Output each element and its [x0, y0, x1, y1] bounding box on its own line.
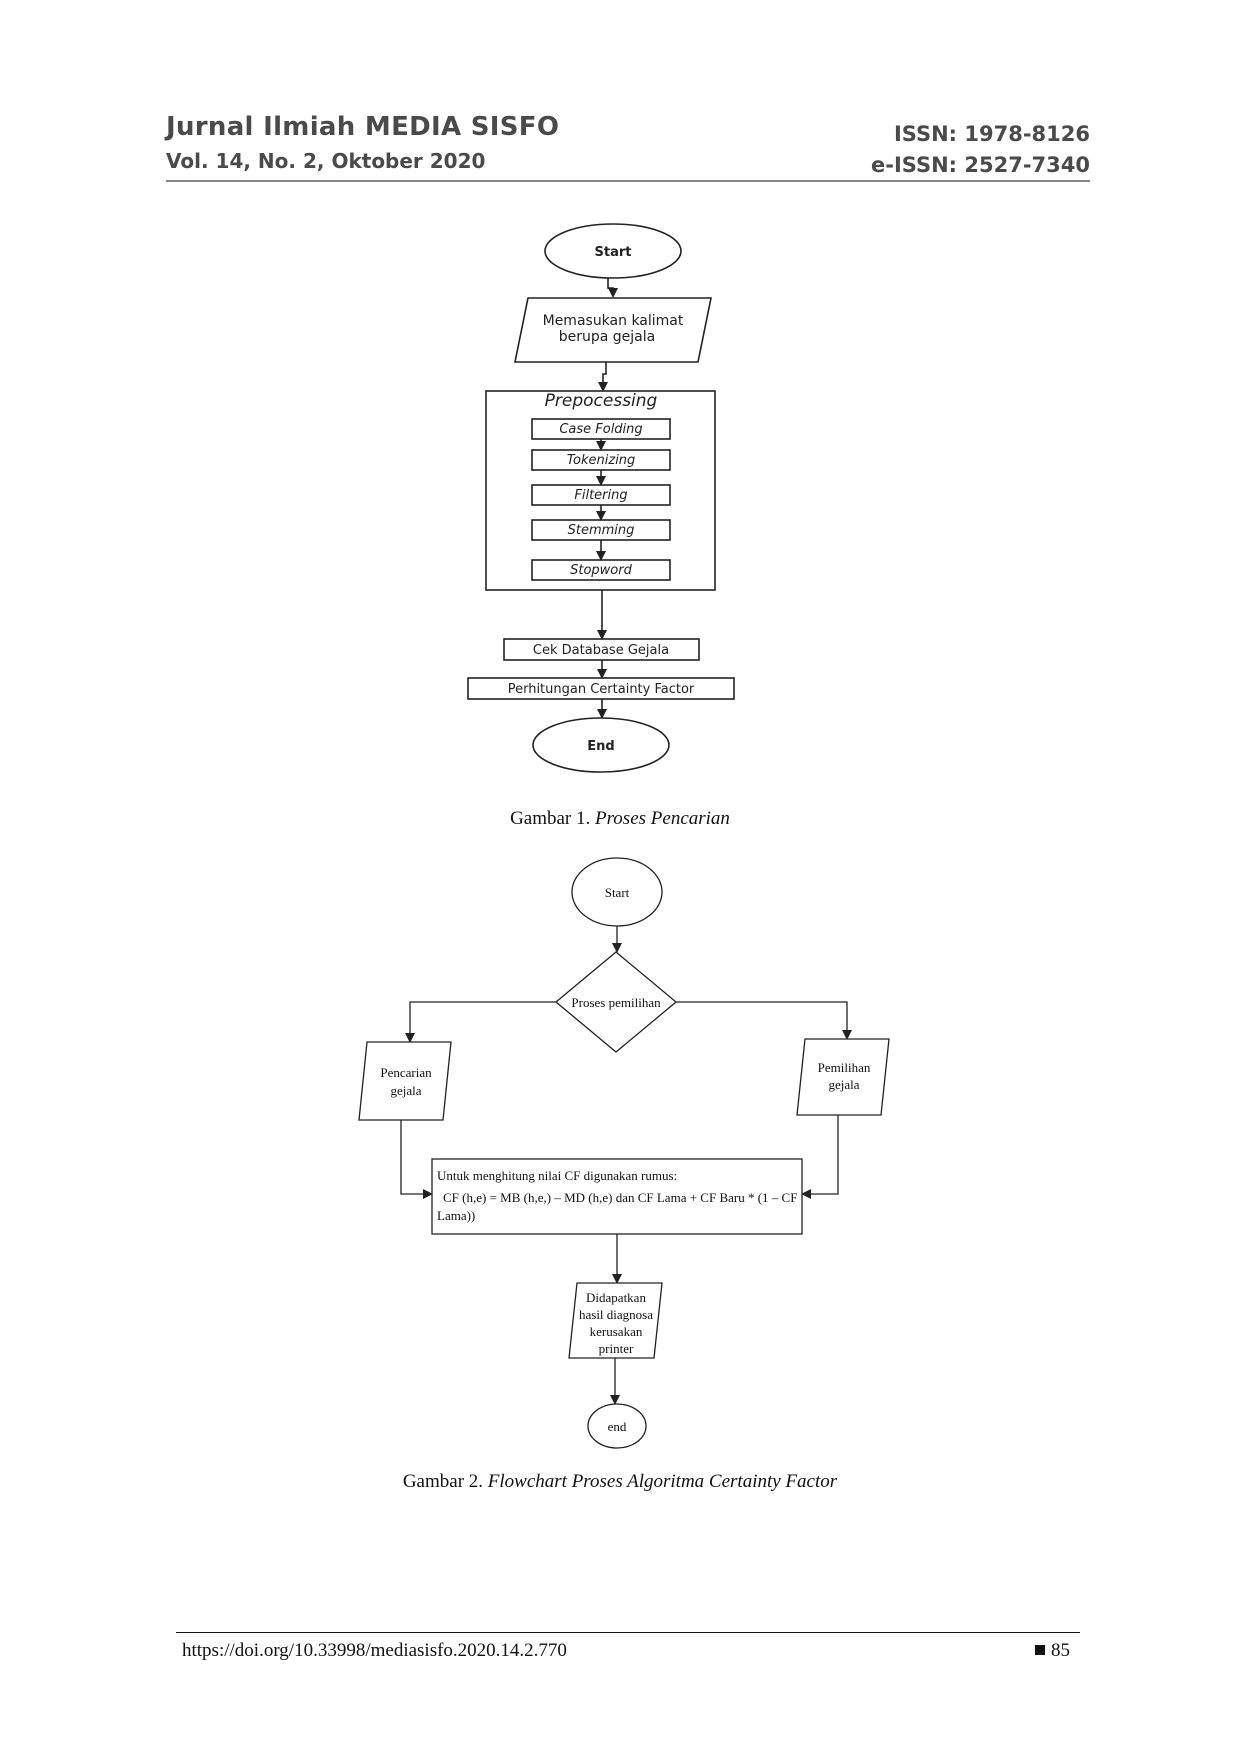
f1-step-label-4: Stemming — [568, 523, 635, 538]
f2-result-label-3: kerusakan — [590, 1324, 643, 1339]
footer-page-number: 85 — [1035, 1640, 1070, 1662]
figure-2-caption-title: Flowchart Proses Algoritma Certainty Fac… — [487, 1471, 838, 1492]
f1-arrow-input-prep — [598, 362, 608, 392]
journal-eissn: e-ISSN: 2527-7340 — [871, 153, 1090, 177]
f2-right-label-2: gejala — [828, 1077, 859, 1092]
f1-input-parallelogram — [514, 297, 712, 363]
f2-right-label-1: Pemilihan — [818, 1060, 871, 1075]
square-bullet-icon — [1035, 1645, 1045, 1655]
f2-left-label-1: Pencarian — [380, 1065, 432, 1080]
journal-issn: ISSN: 1978-8126 — [893, 122, 1090, 146]
f2-right-parallelogram — [796, 1038, 890, 1116]
figure-1-flowchart: Start Memasukan kalimat berupa gejala Pr… — [467, 223, 735, 773]
f2-arrow-decision-right — [676, 1001, 852, 1040]
f1-step-label-1: Case Folding — [559, 422, 642, 437]
f1-step-label-2: Tokenizing — [567, 453, 636, 468]
f1-group-title: Prepocessing — [545, 391, 658, 411]
figure-1-caption-prefix: Gambar 1. — [510, 808, 596, 829]
f2-result-parallelogram — [568, 1282, 663, 1359]
f2-arrow-decision-left — [405, 1001, 556, 1043]
f2-formula-label-2: CF (h,e) = MB (h,e,) – MD (h,e) dan CF L… — [443, 1190, 797, 1205]
f1-cekdb-label: Cek Database Gejala — [533, 643, 669, 658]
f1-step-label-3: Filtering — [574, 488, 627, 503]
f1-end-label: End — [587, 739, 614, 754]
f2-result-label-4: printer — [599, 1341, 634, 1356]
f2-start-label: Start — [605, 885, 630, 900]
journal-volume: Vol. 14, No. 2, Oktober 2020 — [166, 149, 486, 173]
f2-result-label-1: Didapatkan — [586, 1290, 646, 1305]
f1-end-terminal — [532, 717, 670, 773]
f2-arrow-left-formula — [400, 1120, 433, 1199]
f1-perhitungan-cf — [467, 677, 735, 700]
figure-1-caption: Gambar 1. Proses Pencarian — [0, 808, 1240, 830]
f2-end-terminal — [587, 1403, 647, 1449]
f2-arrow-right-formula — [801, 1115, 839, 1199]
f2-decision-diamond — [554, 951, 678, 1053]
f2-formula-box — [431, 1158, 803, 1235]
f2-formula-label-1: Untuk menghitung nilai CF digunakan rumu… — [437, 1168, 677, 1183]
footer-doi-link[interactable]: https://doi.org/10.33998/mediasisfo.2020… — [182, 1640, 567, 1661]
f1-arrow-start-input — [607, 278, 618, 298]
journal-title: Jurnal Ilmiah MEDIA SISFO — [166, 112, 560, 142]
f1-start-terminal — [544, 223, 682, 279]
f1-input-label-1: Memasukan kalimat — [543, 313, 684, 329]
f1-start-label: Start — [595, 245, 632, 260]
header-rule — [166, 180, 1090, 182]
f2-left-parallelogram — [358, 1041, 452, 1121]
f1-step-label-5: Stopword — [570, 563, 632, 578]
footer-rule — [176, 1632, 1080, 1633]
figure-2-caption: Gambar 2. Flowchart Proses Algoritma Cer… — [0, 1471, 1240, 1493]
f1-input-label-2: berupa gejala — [559, 329, 655, 345]
page-number-value: 85 — [1051, 1640, 1070, 1661]
figure-2-caption-prefix: Gambar 2. — [402, 1471, 488, 1492]
f1-perhitungan-label: Perhitungan Certainty Factor — [508, 682, 695, 697]
f2-result-label-2: hasil diagnosa — [579, 1307, 653, 1322]
f2-formula-label-3: Lama)) — [437, 1208, 475, 1223]
figure-1-caption-title: Proses Pencarian — [595, 808, 730, 829]
figure-2-flowchart: Start Proses pemilihan Pencarian gejala … — [358, 857, 890, 1449]
f2-end-label: end — [608, 1419, 627, 1434]
f2-decision-label: Proses pemilihan — [571, 995, 661, 1010]
f2-left-label-2: gejala — [390, 1083, 421, 1098]
